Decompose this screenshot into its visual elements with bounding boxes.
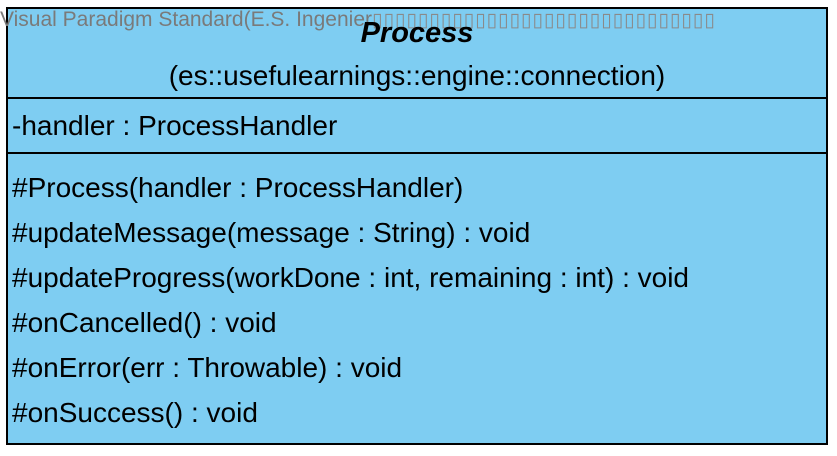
operation-update-message: #updateMessage(message : String) : void xyxy=(12,217,531,248)
operation-constructor: #Process(handler : ProcessHandler) xyxy=(12,172,464,203)
operation-on-cancelled: #onCancelled() : void xyxy=(12,307,277,338)
operations-compartment: #Process(handler : ProcessHandler) #upda… xyxy=(8,154,826,435)
class-name: Process xyxy=(360,17,474,49)
attribute-handler: -handler : ProcessHandler xyxy=(12,110,338,141)
operation-on-error: #onError(err : Throwable) : void xyxy=(12,352,403,383)
class-name-compartment: Process (es::usefulearnings::engine::con… xyxy=(8,9,826,99)
watermark: Visual Paradigm Standard(E.S. Ingenier▯▯… xyxy=(0,8,716,32)
uml-class-process[interactable]: Process (es::usefulearnings::engine::con… xyxy=(6,7,828,445)
watermark-text: Visual Paradigm Standard(E.S. Ingenier xyxy=(0,8,372,31)
watermark-glyphs: ▯▯▯▯▯▯▯▯▯▯▯▯▯▯▯▯▯▯▯▯▯▯▯▯▯▯▯▯▯▯ xyxy=(372,9,716,31)
operation-update-progress: #updateProgress(workDone : int, remainin… xyxy=(12,262,689,293)
class-package: (es::usefulearnings::engine::connection) xyxy=(168,60,666,91)
operation-on-success: #onSuccess() : void xyxy=(12,397,258,428)
attributes-compartment: -handler : ProcessHandler xyxy=(8,99,826,154)
